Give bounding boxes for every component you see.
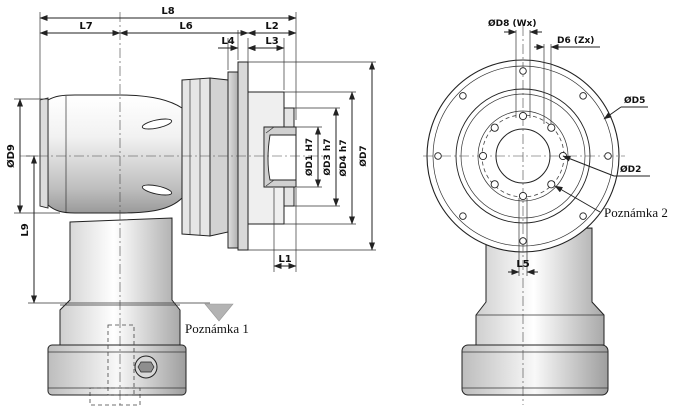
dim-d6: D6 (Zx) (557, 36, 594, 46)
side-view: L8 L7 L6 L2 L4 L3 L1 ØD9 L9 (5, 6, 376, 406)
dim-d2: ØD2 (620, 164, 641, 175)
output-flange (227, 71, 239, 249)
dim-d7: ØD7 (358, 145, 369, 166)
dim-l3: L3 (265, 36, 278, 47)
dim-d5: ØD5 (624, 95, 645, 106)
note-1-label: Poznámka 1 (185, 321, 249, 336)
dim-l5: L5 (516, 259, 529, 270)
output-bore (263, 126, 297, 188)
dim-d4: ØD4 h7 (338, 139, 349, 176)
note-1-marker-icon (204, 303, 234, 322)
dim-l2: L2 (265, 21, 278, 32)
dim-d8: ØD8 (Wx) (488, 18, 536, 29)
dim-l7: L7 (79, 21, 92, 32)
dim-l1: L1 (278, 254, 291, 265)
inner-bolt-holes (478, 111, 568, 201)
dim-d1: ØD1 H7 (304, 138, 315, 176)
dim-l9: L9 (20, 223, 31, 236)
dim-d3: ØD3 h7 (322, 138, 333, 175)
dim-l6: L6 (179, 21, 192, 32)
note-2-label: Poznámka 2 (604, 205, 668, 220)
dim-l4: L4 (221, 36, 234, 47)
clamping-nut (47, 344, 187, 396)
outer-bolt-holes (434, 67, 612, 245)
input-housing (47, 94, 183, 214)
dim-d9: ØD9 (5, 144, 17, 168)
front-clamping-nut (461, 344, 609, 396)
dim-l8: L8 (161, 6, 174, 17)
front-view: ØD8 (Wx) D6 (Zx) ØD5 ØD2 Poznámka 2 L5 (423, 18, 668, 405)
